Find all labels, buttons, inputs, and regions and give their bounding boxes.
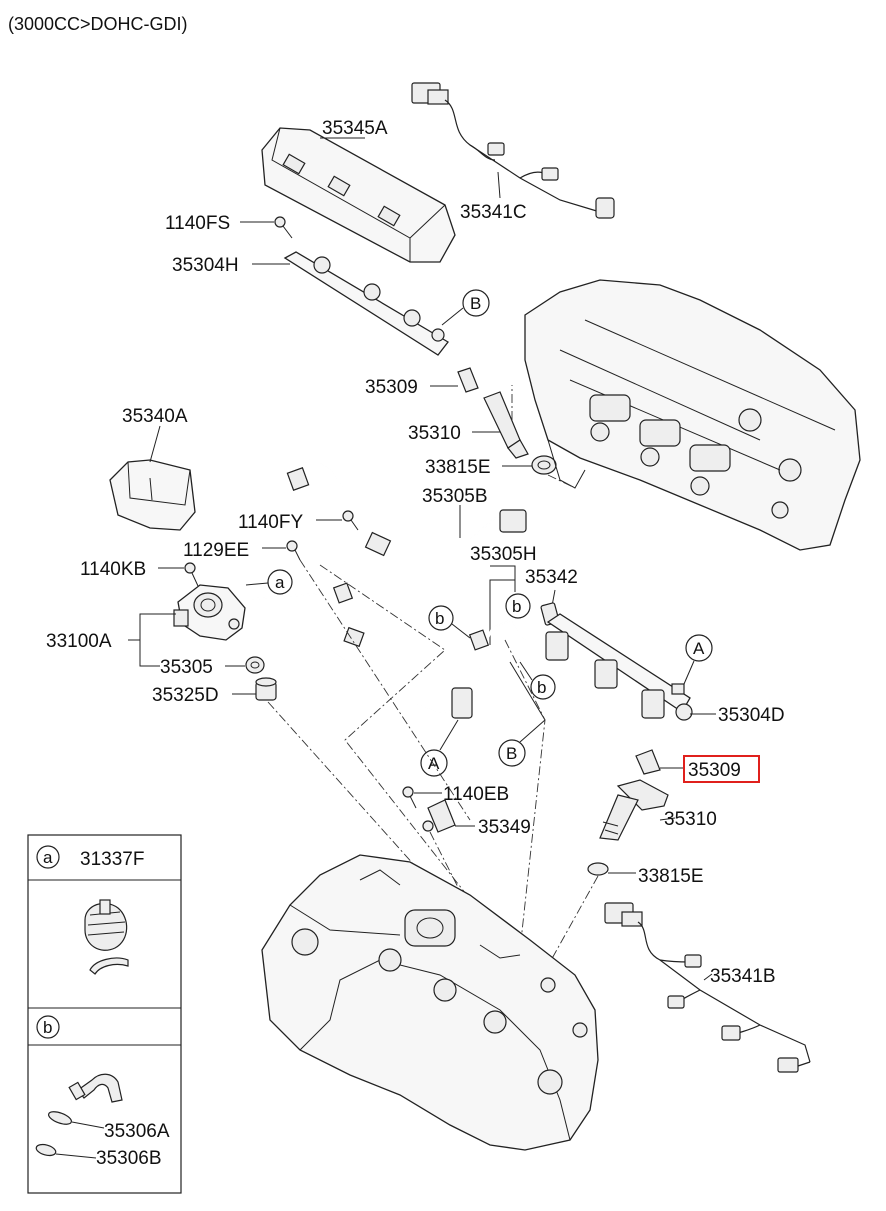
label-33815E-bottom: 33815E (638, 866, 704, 887)
label-1140EB: 1140EB (443, 784, 509, 805)
callout-b-2 (505, 593, 531, 619)
inset-a-circle (36, 845, 60, 869)
pump-33100A (173, 584, 246, 641)
label-35341C: 35341C (460, 202, 527, 223)
cover-35345A (261, 127, 456, 263)
label-35310-bottom: 35310 (664, 809, 717, 830)
fuel-rail-35304H (283, 251, 449, 356)
label-35305B: 35305B (422, 486, 488, 507)
leader-35341C (497, 171, 501, 199)
callout-B-lower (498, 739, 526, 767)
label-1140FY: 1140FY (238, 512, 303, 533)
callout-a-pump-text: a (275, 573, 285, 592)
fitting-35306A (47, 1073, 123, 1125)
cover-35340A (109, 459, 196, 531)
cylinder-head-upper (524, 279, 861, 551)
leader-35306B (55, 1153, 97, 1159)
leader-35306A (71, 1121, 105, 1129)
harness-35341C (411, 82, 615, 219)
callout-A-right-text: A (693, 639, 705, 658)
callout-b-1 (428, 605, 454, 631)
bolt-1140FY (342, 510, 359, 531)
callout-A-lower (420, 749, 448, 777)
label-1140KB: 1140KB (80, 559, 146, 580)
lifter-35325D (255, 677, 277, 701)
inset-b-circle (36, 1015, 60, 1039)
label-35304H: 35304H (172, 255, 239, 276)
label-31337F: 31337F (80, 849, 144, 870)
highlight-box-35309[interactable] (683, 755, 760, 783)
label-35341B: 35341B (710, 966, 776, 987)
callout-b-2-text: b (512, 597, 521, 616)
callout-a-pump (267, 569, 293, 595)
label-35304D: 35304D (718, 705, 785, 726)
label-35310-top: 35310 (408, 423, 461, 444)
pipe-35305H (451, 618, 527, 719)
leader-35310-bottom (659, 817, 676, 821)
label-35309-top: 35309 (365, 377, 418, 398)
inset-b-text: b (43, 1018, 52, 1037)
leader-33100A (128, 613, 176, 667)
harness-35341B (604, 902, 811, 1073)
label-35345A: 35345A (322, 118, 388, 139)
label-35309-highlight[interactable]: 35309 (688, 760, 741, 781)
leader-B-top (441, 307, 464, 326)
leader-35341B (703, 973, 713, 981)
label-35340A: 35340A (122, 406, 188, 427)
seal-33815E-bottom (587, 862, 609, 876)
bolt-1140FS (274, 216, 293, 239)
oring-35306B (35, 1143, 57, 1157)
cylinder-head-lower (261, 854, 599, 1151)
label-35306B: 35306B (96, 1148, 162, 1169)
inset-a-text: a (43, 848, 53, 867)
pipe-main (239, 582, 461, 714)
seal-33815E-top (531, 455, 557, 475)
engine-spec-header: (3000CC>DOHC-GDI) (8, 14, 188, 34)
label-35342: 35342 (525, 567, 578, 588)
label-33100A: 33100A (46, 631, 112, 652)
label-35305: 35305 (160, 657, 213, 678)
label-1140FS: 1140FS (165, 213, 230, 234)
callout-A-lower-text: A (428, 754, 440, 773)
callout-b-3-text: b (537, 678, 546, 697)
fuel-rail-35304D (545, 613, 693, 721)
inset-box (27, 834, 182, 1194)
pipe-35305B (286, 456, 527, 562)
label-33815E-top: 33815E (425, 457, 491, 478)
bracket-35349 (422, 799, 456, 833)
callout-b-1-text: b (435, 609, 444, 628)
injector-35310-top (483, 391, 529, 459)
clip-35309-highlight (635, 749, 661, 775)
oring-35305 (245, 656, 265, 674)
callout-B-lower-text: B (506, 744, 517, 763)
callout-B-top-text: B (470, 294, 481, 313)
bolt-1129EE (286, 540, 301, 561)
leader-35340A (149, 425, 161, 463)
injector-35310-bottom (599, 779, 669, 841)
label-35305H: 35305H (470, 544, 537, 565)
callout-b-3 (530, 674, 556, 700)
clip-35309-top (457, 367, 479, 393)
bolt-1140KB (184, 562, 199, 587)
callout-B-top (462, 289, 490, 317)
clamp-31337F (84, 899, 129, 975)
bolt-1140EB (402, 786, 417, 809)
label-35325D: 35325D (152, 685, 219, 706)
label-1129EE: 1129EE (183, 540, 249, 561)
label-35306A: 35306A (104, 1121, 170, 1142)
callout-A-right (685, 634, 713, 662)
label-35349: 35349 (478, 817, 531, 838)
